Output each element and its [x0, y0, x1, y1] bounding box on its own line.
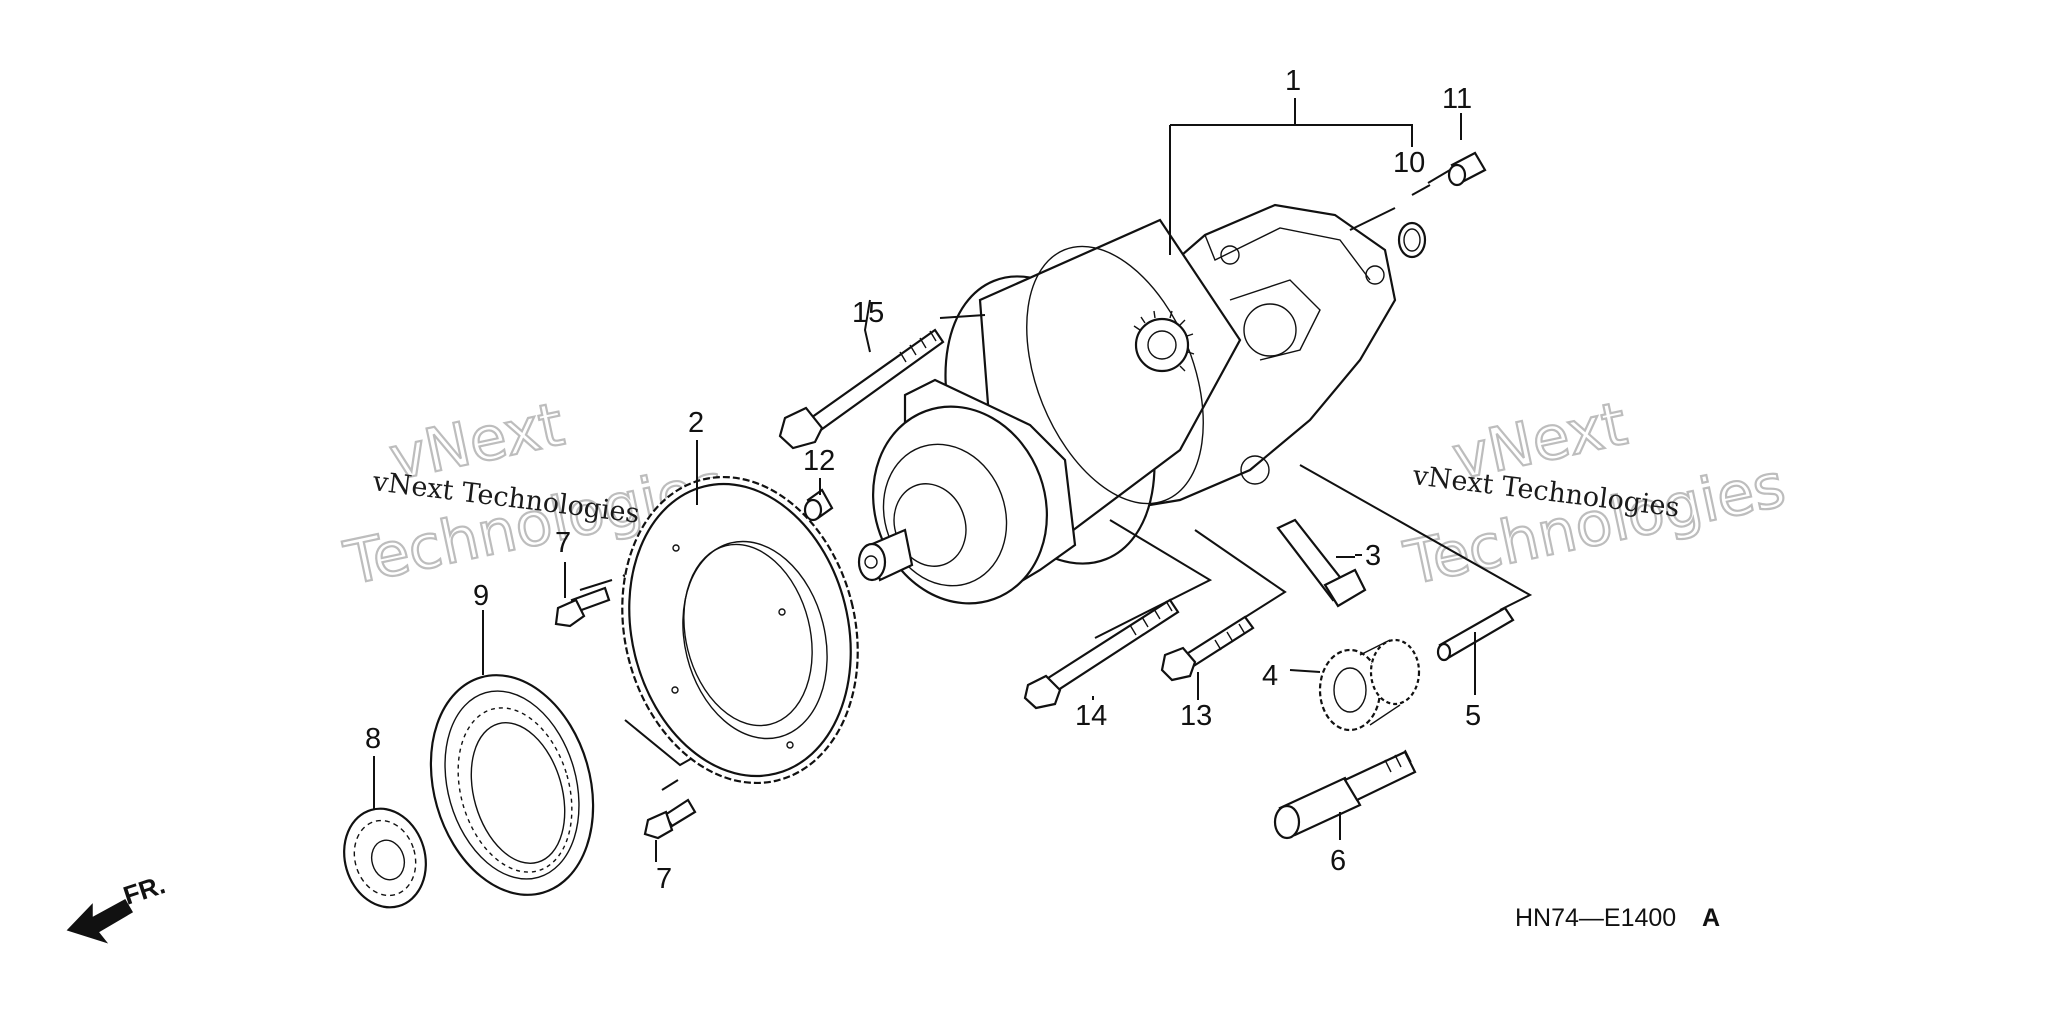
callout-10: 10	[1393, 147, 1425, 179]
callout-5: 5	[1465, 700, 1481, 732]
callout-leaders	[373, 440, 1476, 862]
callout-13: 13	[1180, 700, 1212, 732]
part-12-dowel	[803, 488, 834, 522]
part-6-shaft	[1273, 749, 1417, 840]
part-7-bolt-lower	[643, 798, 697, 840]
part-15-bolt	[778, 328, 945, 450]
callout-14: 14	[1075, 700, 1107, 732]
part-8-bearing-small	[343, 807, 427, 909]
part-4-gear	[1318, 638, 1421, 732]
callouts: 1 2 3 4 5 6 7 7 8 9 10 11 12 13 14 15	[365, 65, 1481, 895]
callout-12: 12	[803, 445, 835, 477]
callout-2: 2	[688, 407, 704, 439]
diagram-code: HN74—E1400 A	[1515, 904, 1720, 932]
part-2-ring-gear	[621, 475, 859, 785]
part-10-oring	[1397, 221, 1427, 259]
front-arrow-icon: FR.	[66, 869, 169, 944]
part-9-bearing-large	[429, 674, 595, 896]
callout-1: 1	[1285, 65, 1301, 97]
starter-motor-assembly	[857, 203, 1397, 605]
part-7-bolt-upper	[554, 586, 611, 628]
callout-15: 15	[852, 297, 884, 329]
part-14-bolt	[1023, 598, 1180, 710]
part-5-pin	[1436, 606, 1515, 662]
callout-11: 11	[1442, 83, 1472, 115]
part-13-bolt	[1160, 615, 1255, 682]
callout-3: 3	[1365, 540, 1381, 572]
callout-4: 4	[1262, 660, 1278, 692]
callout-9: 9	[473, 580, 489, 612]
diagram-code-text: HN74—E1400	[1515, 904, 1676, 932]
diagram-code-suffix: A	[1702, 904, 1720, 932]
part-11-cap	[1447, 151, 1487, 187]
callout-7-upper: 7	[555, 527, 571, 559]
callout-8: 8	[365, 723, 381, 755]
callout-6: 6	[1330, 845, 1346, 877]
part-3-shaft	[1276, 518, 1367, 608]
direction-label: FR.	[120, 869, 169, 910]
callout-7-lower: 7	[656, 863, 672, 895]
